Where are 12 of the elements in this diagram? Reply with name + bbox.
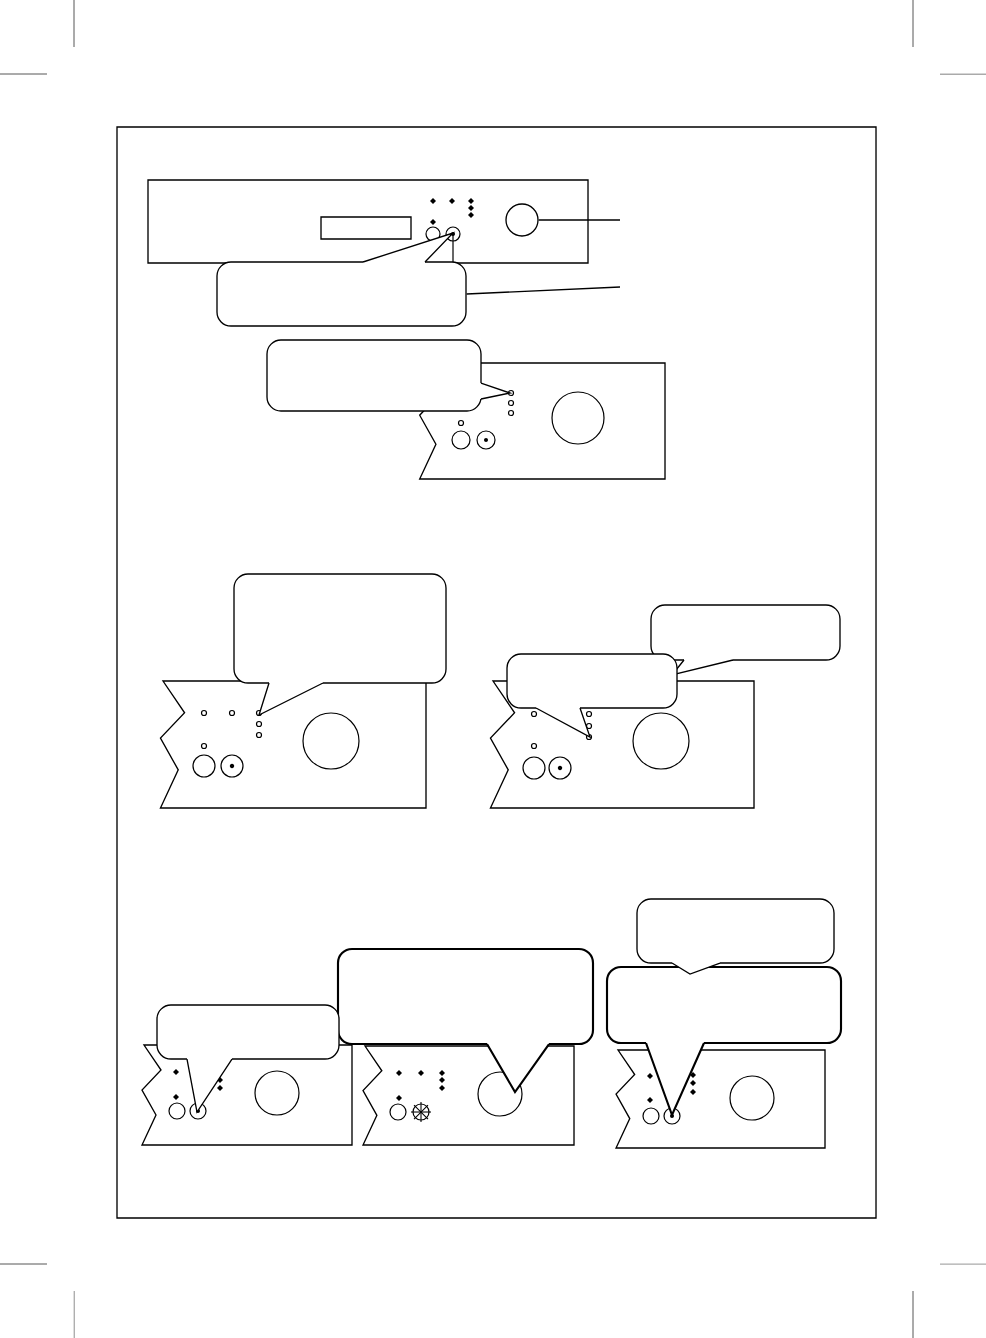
speech-bubble [636,898,835,975]
speech-bubble [506,653,678,739]
speech-bubble [156,1004,340,1114]
speech-bubble [650,604,841,677]
knob [505,203,539,237]
speech-bubble [216,231,467,327]
speech-bubble [336,947,595,1094]
speech-bubble [233,573,447,717]
speech-bubble [266,339,513,412]
speech-bubble [605,965,843,1118]
leader-line [466,286,621,295]
leader-line [538,219,621,221]
